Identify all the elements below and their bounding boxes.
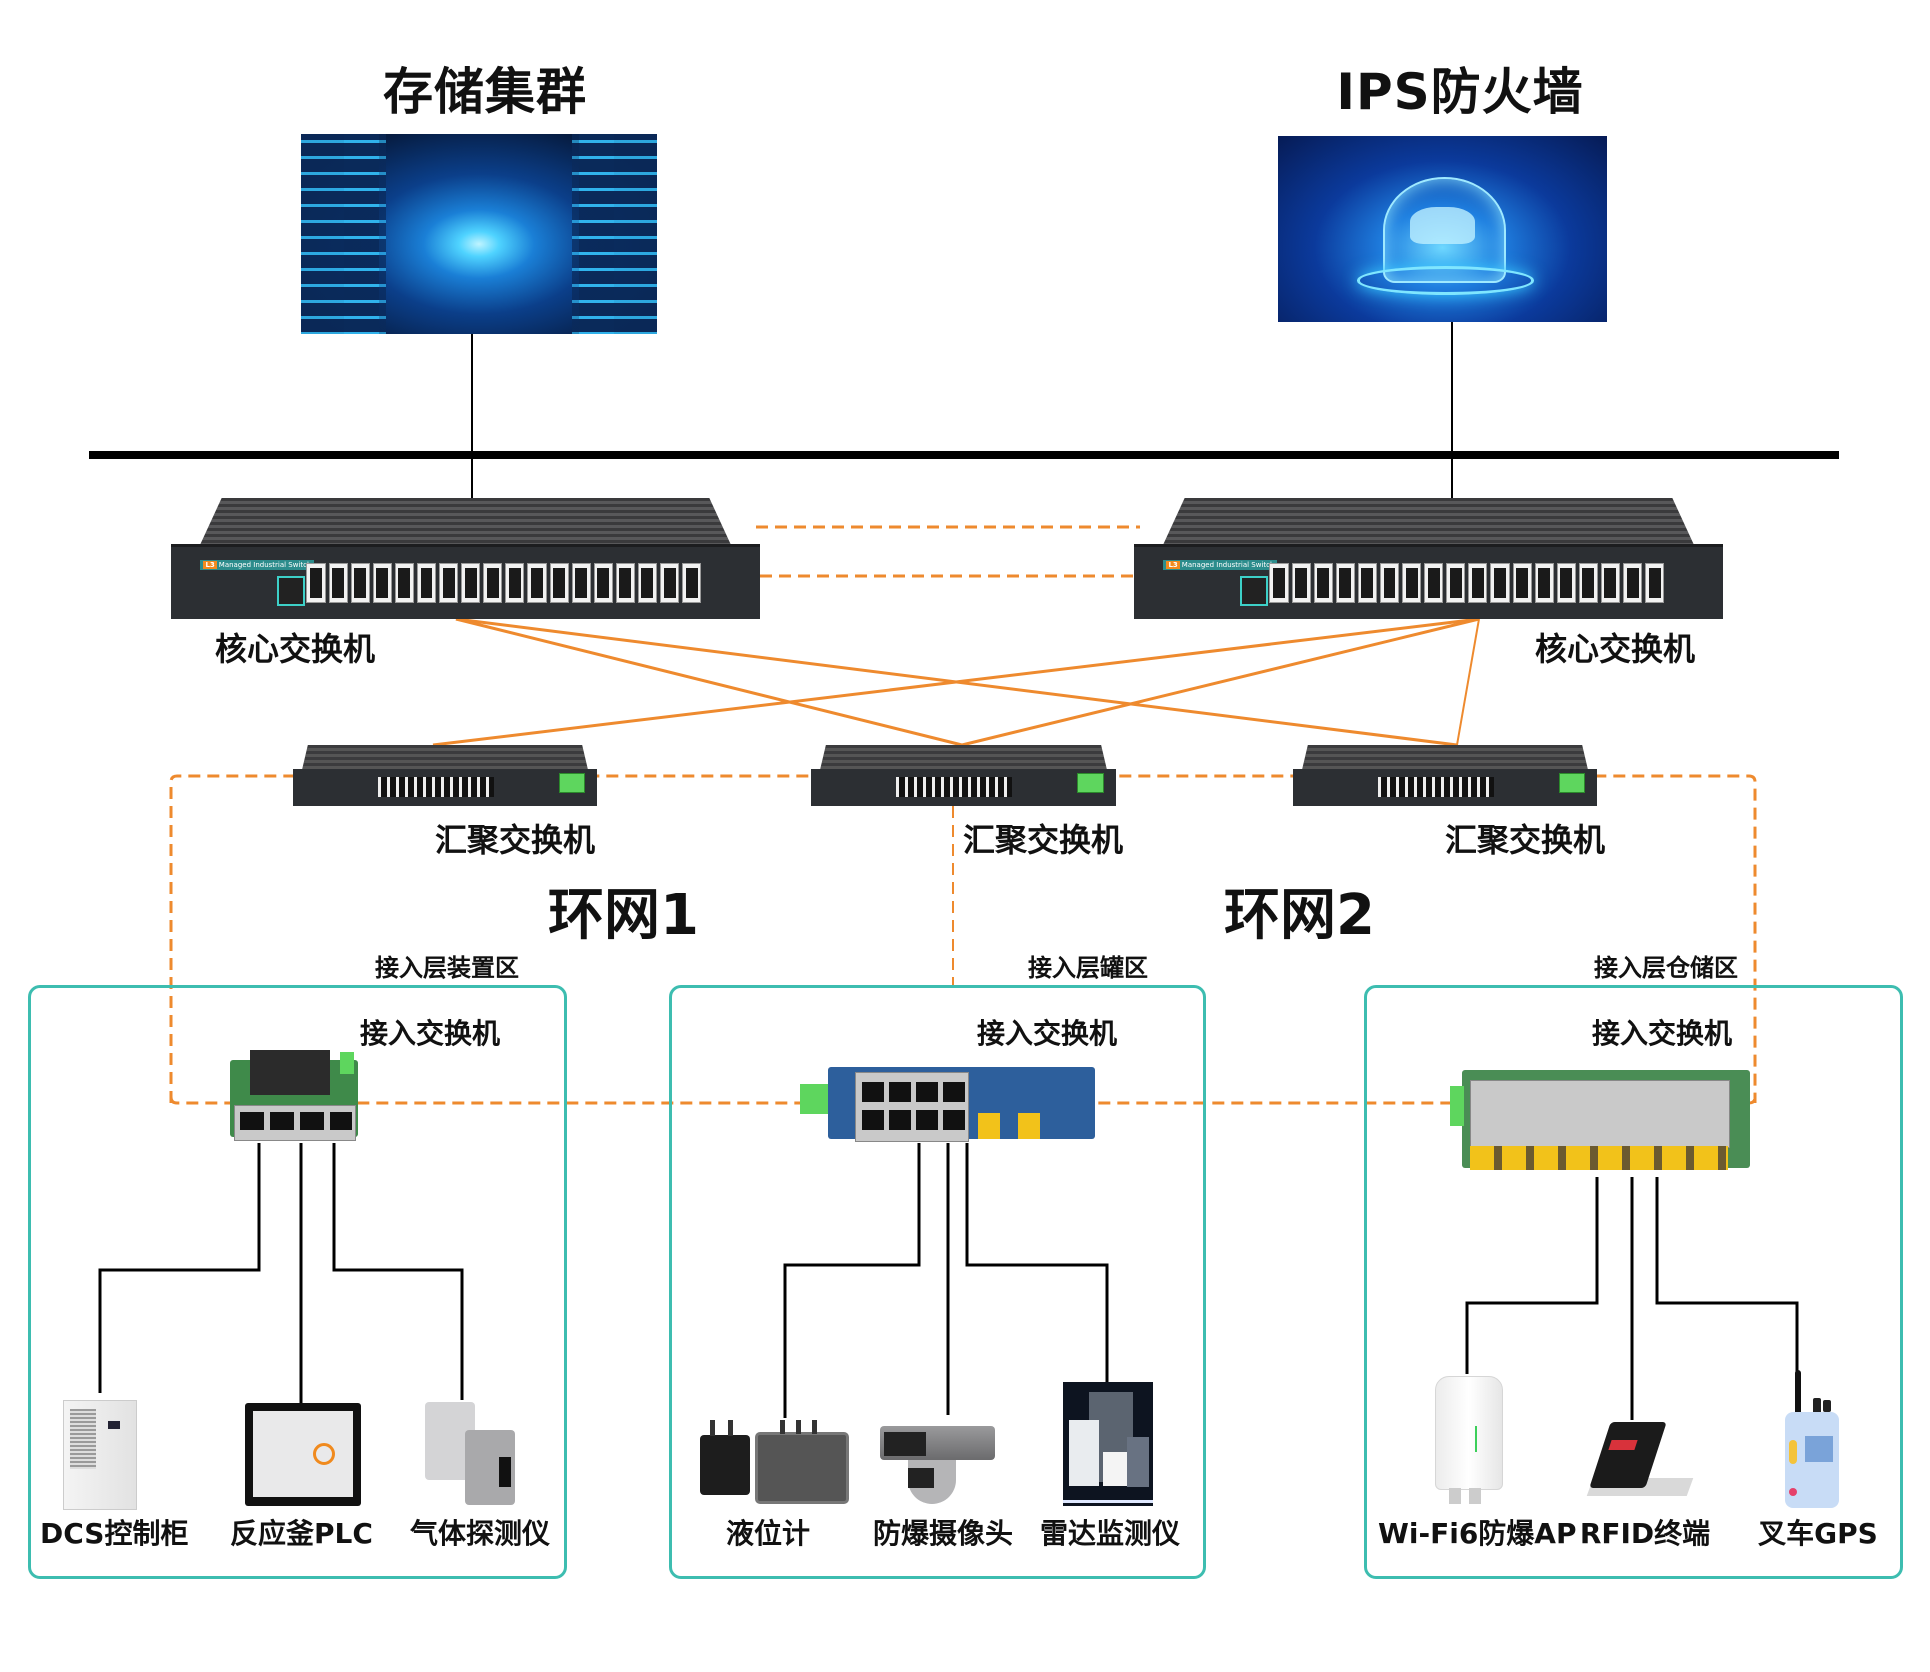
camera-icon [880, 1418, 995, 1506]
wire-dcs [98, 1143, 261, 1393]
wire-ap [1465, 1177, 1599, 1374]
zone-3-title: 接入层仓储区 [1594, 954, 1738, 982]
terminal-block-icon [1558, 773, 1585, 794]
gps-radio-icon [1783, 1370, 1841, 1510]
device-label-plc: 反应釜PLC [230, 1517, 373, 1550]
device-label-dcs: DCS控制柜 [40, 1517, 189, 1550]
control-cabinet-icon [63, 1400, 137, 1510]
ips-firewall-title: IPS防火墙 [1336, 63, 1584, 121]
ring-2-label: 环网2 [1224, 883, 1375, 948]
wire-radar [965, 1143, 1109, 1382]
wifi-ap-icon [1435, 1376, 1503, 1508]
storage-cluster-title: 存储集群 [383, 63, 587, 121]
aggregation-switch-3-label: 汇聚交换机 [1444, 821, 1605, 859]
device-label-level: 液位计 [725, 1517, 810, 1550]
aggregation-switch-2[interactable] [811, 745, 1116, 806]
wire-gas [332, 1143, 464, 1400]
core-switch-right-label: 核心交换机 [1534, 630, 1695, 668]
zone-1-switch-label: 接入交换机 [360, 1017, 501, 1050]
zone-2-box [669, 985, 1206, 1579]
uplink-core-right-agg-3 [1456, 618, 1480, 746]
device-label-ap: Wi-Fi6防爆AP [1378, 1517, 1577, 1550]
access-switch-2[interactable] [800, 1058, 1095, 1146]
wire-gps [1655, 1177, 1799, 1372]
level-meter-icon [690, 1420, 855, 1505]
zone-1-box [28, 985, 567, 1579]
hmi-panel-icon [245, 1403, 361, 1506]
wire-level [783, 1143, 921, 1418]
port-array [306, 562, 702, 604]
zone-3-switch-label: 接入交换机 [1592, 1017, 1733, 1050]
zone-1-title: 接入层装置区 [375, 954, 519, 982]
ring-dashed-access [169, 1096, 1757, 1105]
uplink-core-right-agg-1 [432, 617, 1480, 747]
terminal-block-icon [558, 773, 585, 794]
core-switch-left-label: 核心交换机 [214, 630, 375, 668]
zone-3-box [1364, 985, 1903, 1579]
console-port-icon [277, 575, 305, 606]
aggregation-switch-2-label: 汇聚交换机 [962, 821, 1123, 859]
device-label-gps: 叉车GPS [1758, 1517, 1878, 1550]
ring-dashed-top [169, 774, 1757, 1103]
terminal-block-icon [1077, 773, 1104, 794]
zone-2-title: 接入层罐区 [1028, 954, 1148, 982]
aggregation-switch-1-label: 汇聚交换机 [434, 821, 595, 859]
uplink-core-right-agg-2 [961, 617, 1480, 747]
console-port-icon [1240, 575, 1268, 606]
access-switch-3[interactable] [1450, 1058, 1750, 1178]
device-label-gas: 气体探测仪 [410, 1517, 551, 1550]
ring-1-label: 环网1 [548, 883, 699, 948]
rfid-terminal-icon [1586, 1422, 1694, 1504]
aggregation-switch-1[interactable] [293, 745, 597, 806]
cloud-security-image [1278, 136, 1607, 322]
gas-detector-icon [425, 1402, 520, 1507]
radar-monitor-icon [1063, 1382, 1153, 1506]
access-switch-1[interactable] [230, 1050, 358, 1145]
uplink-core-left-agg-2 [455, 617, 963, 747]
server-room-image [301, 134, 657, 334]
device-label-radar: 雷达监测仪 [1039, 1517, 1180, 1550]
zone-2-switch-label: 接入交换机 [977, 1017, 1118, 1050]
aggregation-switch-3[interactable] [1293, 745, 1597, 806]
device-label-rfid: RFID终端 [1579, 1517, 1711, 1550]
port-array [1269, 562, 1665, 604]
device-label-camera: 防爆摄像头 [872, 1517, 1013, 1550]
